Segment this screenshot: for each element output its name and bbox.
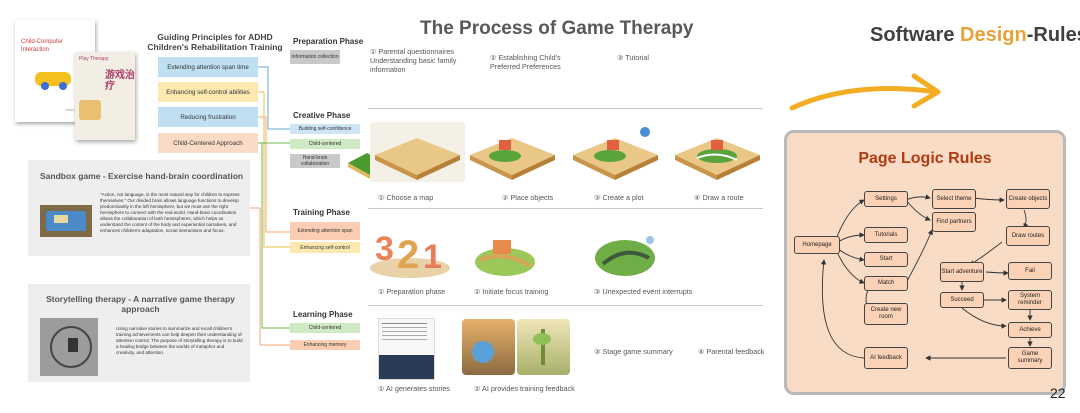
prep-step-2: ② Establishing Child's Preferred Prefere… <box>490 53 561 71</box>
node-match: Match <box>864 276 908 291</box>
tag-building-confidence: Building self-confidence <box>290 124 360 134</box>
preparation-phase-title: Preparation Phase <box>293 37 364 46</box>
ai-story-screenshot <box>378 318 435 380</box>
learning-step-1: ① AI generates stories <box>378 384 450 393</box>
storytelling-panel: Storytelling therapy - A narrative game … <box>28 284 250 382</box>
page-number: 22 <box>1050 385 1066 401</box>
principle-self-control: Enhancing self-control abilities <box>158 82 258 102</box>
software-design-title: Software Design-Rules <box>870 24 1080 46</box>
node-achieve: Achieve <box>1008 322 1052 338</box>
divider <box>368 305 763 306</box>
training-illustrations: 3 2 1 <box>370 230 655 278</box>
creative-step-1: ① Choose a map <box>378 193 434 202</box>
tag-child-centered: Child-centered <box>290 139 360 149</box>
divider <box>368 208 763 209</box>
tag-enhancing-self-control: Enhancing self-control <box>290 242 360 253</box>
creative-step-2: ② Place objects <box>502 193 554 202</box>
node-fail: Fail <box>1008 262 1052 280</box>
training-phase-title: Training Phase <box>293 208 350 217</box>
sandbox-title: Sandbox game - Exercise hand-brain coord… <box>40 171 244 181</box>
ai-feedback-image-2 <box>517 319 570 375</box>
ai-feedback-image-1 <box>462 319 515 375</box>
creative-step-3: ③ Create a plot <box>594 193 644 202</box>
node-settings: Settings <box>864 191 908 207</box>
svg-text:1: 1 <box>423 238 442 276</box>
svg-text:2: 2 <box>397 233 419 277</box>
training-step-1: ① Preparation phase <box>378 287 446 296</box>
learning-step-3: ③ Stage game summary <box>594 347 673 356</box>
node-system-reminder: System reminder <box>1008 290 1052 310</box>
node-tutorials: Tutorials <box>864 227 908 243</box>
node-start-adventure: Start adventure <box>940 262 984 282</box>
creative-step-4: ④ Draw a route <box>694 193 744 202</box>
training-step-2: ② Initiate focus training <box>474 287 549 296</box>
sandbox-tiles-illustration <box>348 122 760 182</box>
page-title: The Process of Game Therapy <box>420 18 694 39</box>
principle-child-centered: Child-Centered Approach <box>158 133 258 153</box>
divider <box>368 108 763 109</box>
node-find-partners: Find partners <box>932 212 976 232</box>
storytelling-text: Using narrative stories to summarize and… <box>116 326 243 355</box>
node-start: Start <box>864 252 908 267</box>
sandbox-photo <box>40 205 92 237</box>
tag-hand-brain: Hand-brain collaboration <box>290 154 340 168</box>
learning-step-4: ④ Parental feedback <box>698 347 765 356</box>
node-ai-feedback: AI feedback <box>864 347 908 369</box>
curved-arrow-icon <box>789 73 941 111</box>
node-create-objects: Create objects <box>1006 189 1050 209</box>
principle-reducing-frustration: Reducing frustration <box>158 107 258 127</box>
node-homepage: Homepage <box>794 236 840 254</box>
node-game-summary: Game summary <box>1008 347 1052 369</box>
node-create-new-room: Create new room <box>864 303 908 325</box>
learning-phase-title: Learning Phase <box>293 310 353 319</box>
prep-step-1: ① Parental questionnaires Understanding … <box>370 47 457 74</box>
book-play-therapy: Play Therapy 游戏治疗 <box>75 52 135 140</box>
storytelling-title: Storytelling therapy - A narrative game … <box>46 294 235 314</box>
sandbox-panel: Sandbox game - Exercise hand-brain coord… <box>28 160 250 256</box>
node-select-theme: Select theme <box>932 189 976 209</box>
page-logic-title: Page Logic Rules <box>858 150 992 167</box>
storytelling-photo <box>40 318 98 376</box>
connector-lines <box>250 66 290 346</box>
svg-text:3: 3 <box>375 230 394 268</box>
tag-information-collection: Information collection <box>290 50 340 64</box>
sandbox-text: "Action, not language, is the most natur… <box>100 192 240 233</box>
node-succeed: Succeed <box>940 292 984 308</box>
prep-step-3: ③ Tutorial <box>617 53 650 62</box>
node-draw-routes: Draw routes <box>1006 226 1050 246</box>
toy-car-icon <box>35 72 71 90</box>
training-step-3: ③ Unexpected event interrupts <box>594 287 693 296</box>
creative-phase-title: Creative Phase <box>293 111 351 120</box>
principle-attention-span: Extending attention span time <box>158 57 258 77</box>
learning-step-2: ② AI provides training feedback <box>474 384 575 393</box>
guiding-principles-title: Guiding Principles for ADHD Children's R… <box>147 32 283 52</box>
tag-child-centered-learning: Child-centered <box>290 323 360 333</box>
tag-extending-attention: Extending attention span <box>290 222 360 240</box>
tag-enhancing-memory: Enhancing memory <box>290 340 360 350</box>
